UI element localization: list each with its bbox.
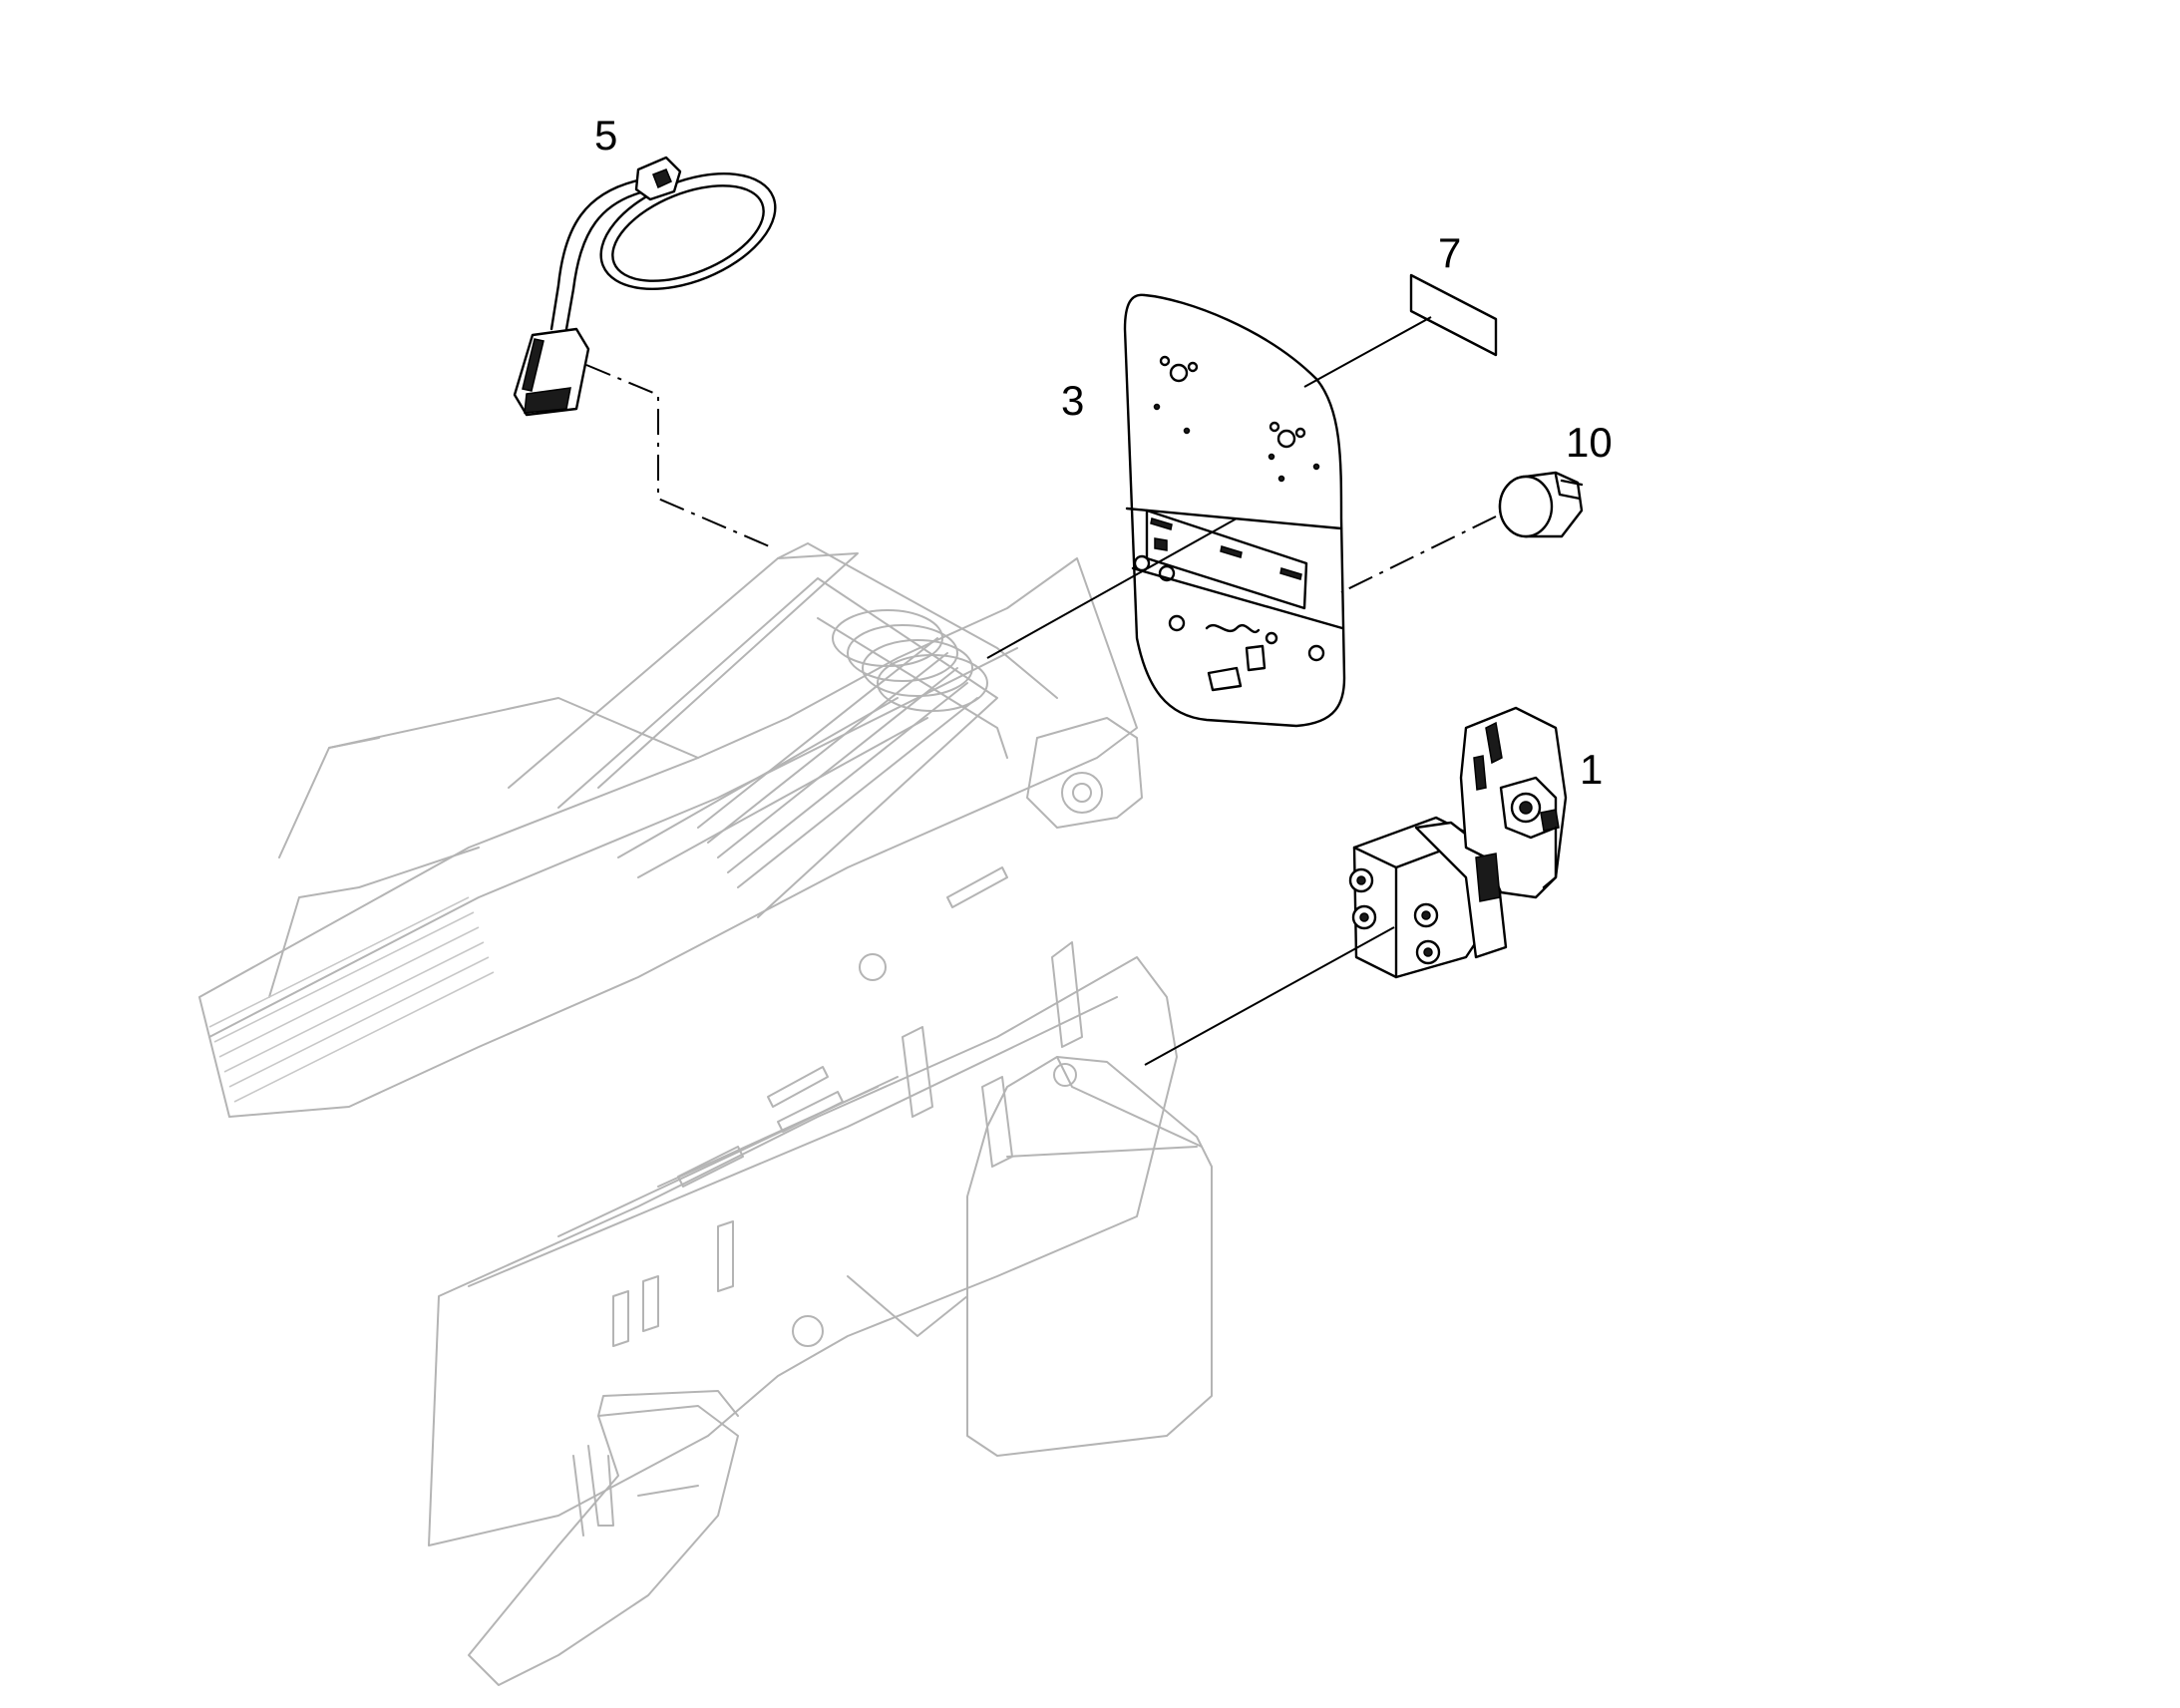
callout-labels: 5 7 3 10 1 [594, 112, 1613, 793]
callout-10: 10 [1566, 419, 1613, 466]
leader-1 [1144, 926, 1395, 1066]
cap-plug [1498, 471, 1584, 538]
callout-7: 7 [1438, 229, 1461, 276]
leader-7 [1303, 316, 1432, 388]
leader-10 [1340, 515, 1497, 593]
mirror-assembly [513, 156, 777, 417]
callout-1: 1 [1580, 746, 1603, 793]
label-sticker [1409, 273, 1498, 357]
leader-lines [585, 316, 1497, 1066]
hydraulic-motor-assembly [1348, 706, 1568, 979]
bolt-group [1348, 867, 1441, 965]
callout-5: 5 [594, 112, 617, 159]
leader-5 [585, 364, 775, 549]
machine-frame [198, 542, 1213, 1686]
callout-3: 3 [1061, 377, 1084, 424]
mounting-plate [1123, 293, 1346, 728]
leader-3 [986, 517, 1238, 659]
